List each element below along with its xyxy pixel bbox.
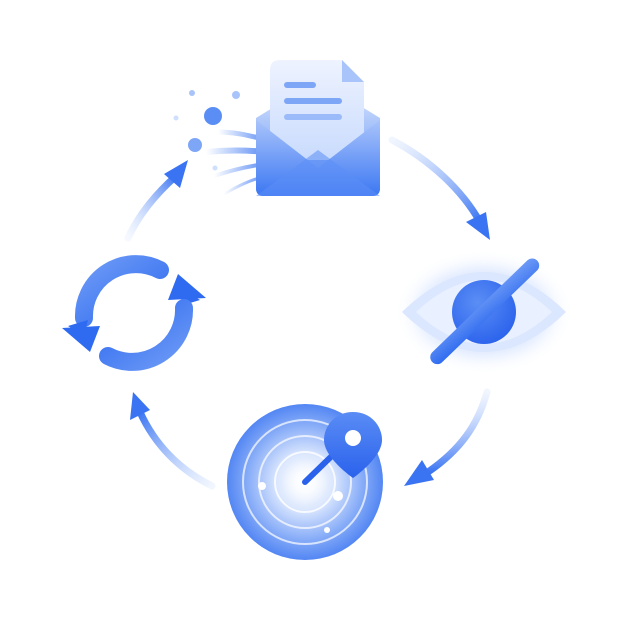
connector-arrow-refresh-to-envelope xyxy=(124,160,188,242)
connector-arrow-eye-to-radar xyxy=(404,388,491,486)
refresh-cycle-icon xyxy=(62,255,206,371)
particle-dots xyxy=(173,90,240,171)
connector-arrow-radar-to-refresh xyxy=(130,392,216,490)
radar-blip xyxy=(333,491,343,501)
arrowhead-icon xyxy=(404,460,434,486)
radar-blip xyxy=(324,527,330,533)
connector-arrow-envelope-to-eye xyxy=(388,136,490,240)
arrowhead-icon xyxy=(164,160,188,188)
eye-slash-icon xyxy=(398,254,570,370)
open-envelope-with-document-icon xyxy=(173,60,380,196)
document-icon xyxy=(270,60,364,160)
refresh-arrowhead xyxy=(168,274,206,300)
slash-bar xyxy=(430,258,540,365)
radar-with-location-pin-icon xyxy=(227,404,383,560)
arrowhead-icon xyxy=(466,212,490,240)
arrowhead-icon xyxy=(130,392,150,420)
radar-blip xyxy=(258,482,266,490)
refresh-arrowhead xyxy=(62,326,100,352)
location-pin-icon xyxy=(324,412,382,478)
